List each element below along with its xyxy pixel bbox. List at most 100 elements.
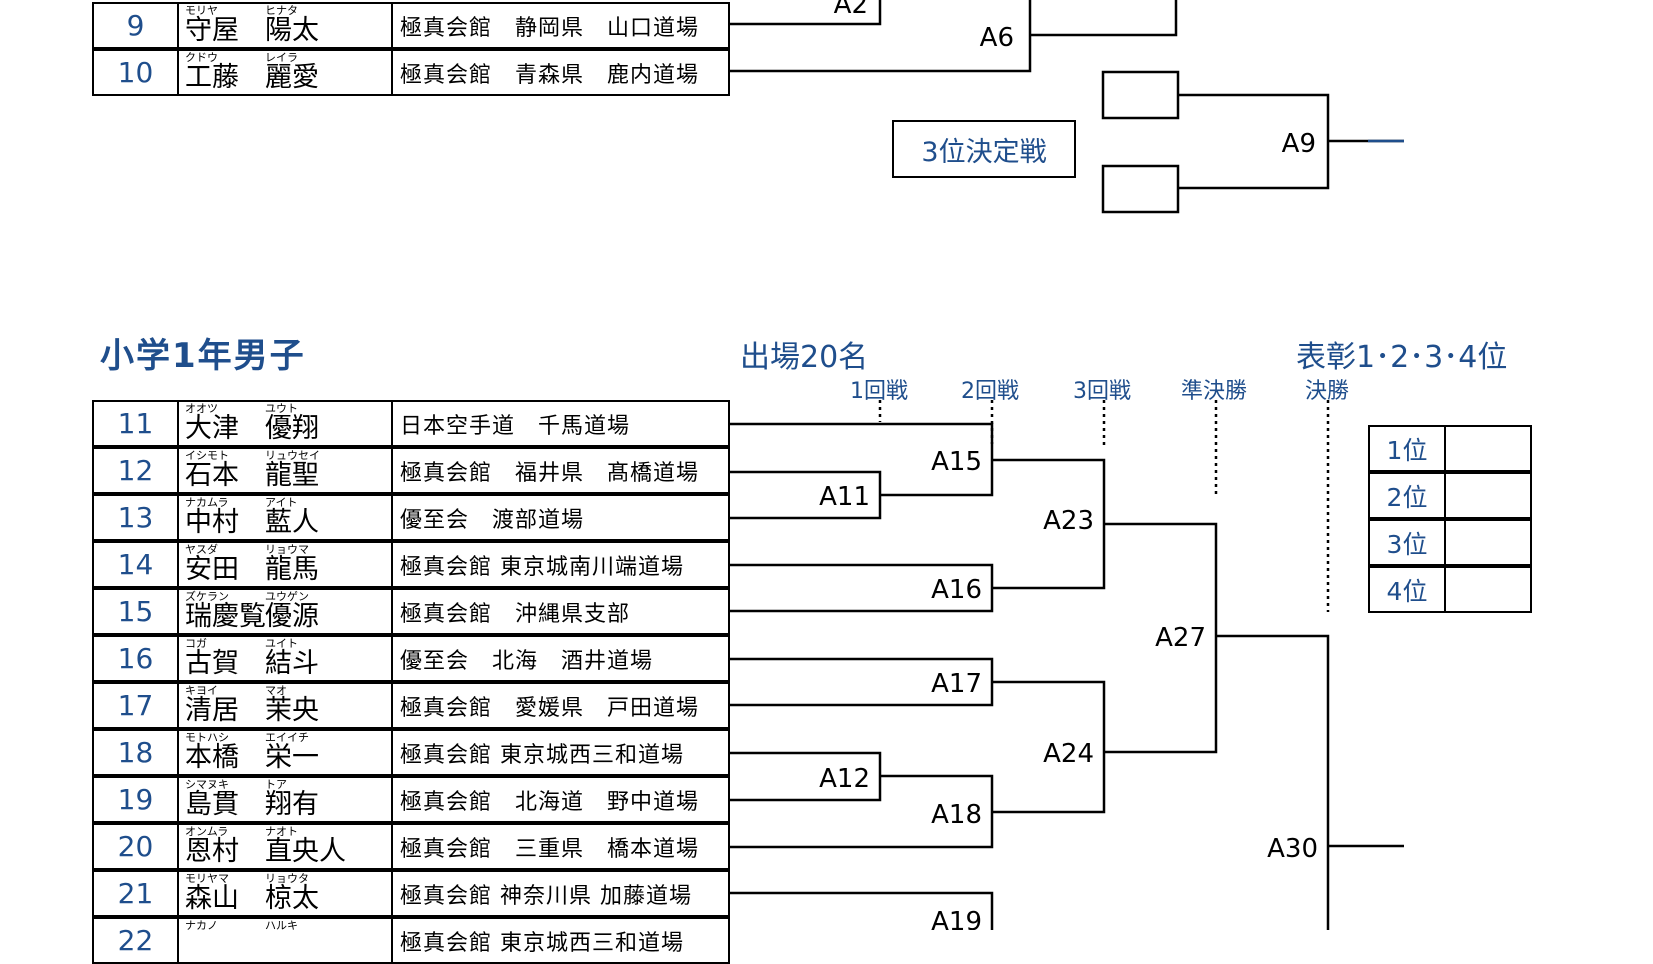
entry-name: コガユイト古賀結斗 [177,635,391,682]
match-label-a16: A16 [931,575,982,605]
rank-row: 4位 [1368,566,1532,613]
round-label-2: 2回戦 [961,379,1019,404]
name-last: 古賀 [185,648,239,679]
entry-dojo: 優至会 北海 酒井道場 [391,635,730,682]
furigana-last: キヨイ [185,684,218,697]
entry-name: クドウ レイラ 工藤 麗愛 [177,49,391,96]
rank-winner-slot [1444,425,1532,472]
name-last: 恩村 [185,836,239,867]
third-place-slot [1101,70,1180,120]
rank-winner-slot [1444,566,1532,613]
name-first: 龍馬 [265,554,319,585]
entry-number: 19 [92,776,177,823]
furigana-first: ヒナタ [265,4,298,17]
bracket-lines [730,0,1404,930]
name-last: 石本 [185,460,239,491]
name-last: 清居 [185,695,239,726]
rank-label: 1位 [1368,425,1444,472]
name-first: 優翔 [265,413,319,444]
entry-number: 17 [92,682,177,729]
furigana-first: リョウタ [265,872,309,885]
furigana-last: コガ [185,637,207,650]
furigana-first: ユウト [265,402,298,415]
match-label-a15: A15 [931,447,982,477]
bracket-line [1030,0,1178,37]
match-label-a9: A9 [1282,129,1316,159]
match-label-a17: A17 [931,669,982,699]
match-label-a2: A2 [834,0,868,20]
participant-count: 出場20名 [740,340,869,375]
furigana-last: ズケラン [185,590,229,603]
name-first: 茉央 [265,695,319,726]
rank-winner-slot [1444,519,1532,566]
rank-label: 4位 [1368,566,1444,613]
match-label-a24: A24 [1043,739,1094,769]
match-labels: A2 A6 A9 A11 A12 A15 A16 A17 A18 A19 A23… [819,0,1318,930]
furigana-first: アイト [265,496,298,509]
third-place-slot [1101,164,1180,214]
entry-number: 13 [92,494,177,541]
name-first: 陽太 [265,15,319,46]
entry-dojo: 極真会館 愛媛県 戸田道場 [391,682,730,729]
entry-name: オオツユウト大津優翔 [177,400,391,447]
bracket-line [1104,522,1218,754]
name-last: 守屋 [185,15,239,46]
entry-dojo: 極真会館 静岡県 山口道場 [391,2,730,49]
furigana-last: モリヤ [185,4,218,17]
entry-number: 11 [92,400,177,447]
entry-number: 9 [92,2,177,49]
name-last: 安田 [185,554,239,585]
furigana-last: クドウ [185,51,218,64]
name-first: 椋太 [265,883,319,914]
match-label-a6: A6 [980,23,1014,53]
rank-row: 2位 [1368,472,1532,519]
furigana-first: ナオト [265,825,298,838]
entry-dojo: 極真会館 沖縄県支部 [391,588,730,635]
name-first: 麗愛 [265,62,319,93]
furigana-last: ナカムラ [185,496,229,509]
furigana-first: ユウゲン [265,590,309,603]
entry-dojo: 極真会館 東京城南川端道場 [391,541,730,588]
entry-name: モトハシエイイチ本橋栄一 [177,729,391,776]
furigana-last: モトハシ [185,731,229,744]
name-last: 森山 [185,883,239,914]
entry-name: オンムラナオト恩村直央人 [177,823,391,870]
section-title: 小学1年男子 [100,336,306,376]
entry-dojo: 極真会館 神奈川県 加藤道場 [391,870,730,917]
entry-number: 14 [92,541,177,588]
entry-number: 18 [92,729,177,776]
match-label-a30: A30 [1267,834,1318,864]
entry-number: 16 [92,635,177,682]
name-first: 翔有 [265,789,319,820]
furigana-first: リョウマ [265,543,309,556]
name-first: 栄一 [265,742,319,773]
furigana-last: モリヤマ [185,872,229,885]
round-label-final: 決勝 [1305,379,1350,404]
name-last: 島貫 [185,789,239,820]
table-row: 10 クドウ レイラ 工藤 麗愛 極真会館 青森県 鹿内道場 [92,49,730,96]
entry-dojo: 優至会 渡部道場 [391,494,730,541]
entry-name: ズケランユウゲン瑞慶覧優源 [177,588,391,635]
bracket-line [1216,634,1330,930]
award-info: 表彰1･2･3･4位 [1296,340,1508,375]
furigana-first: ハルキ [265,919,298,932]
third-place-match-box: 3位決定戦 [892,120,1076,178]
bracket-line [730,891,994,930]
match-label-a19: A19 [931,907,982,930]
furigana-last: ヤスダ [185,543,218,556]
tournament-bracket: A2 A6 A9 A11 A12 A15 A16 A17 A18 A19 A23… [730,0,1404,930]
rank-row: 3位 [1368,519,1532,566]
entry-dojo: 極真会館 三重県 橋本道場 [391,823,730,870]
entry-dojo: 極真会館 青森県 鹿内道場 [391,49,730,96]
furigana-first: エイイチ [265,731,309,744]
entry-number: 15 [92,588,177,635]
match-label-a11: A11 [819,482,870,512]
